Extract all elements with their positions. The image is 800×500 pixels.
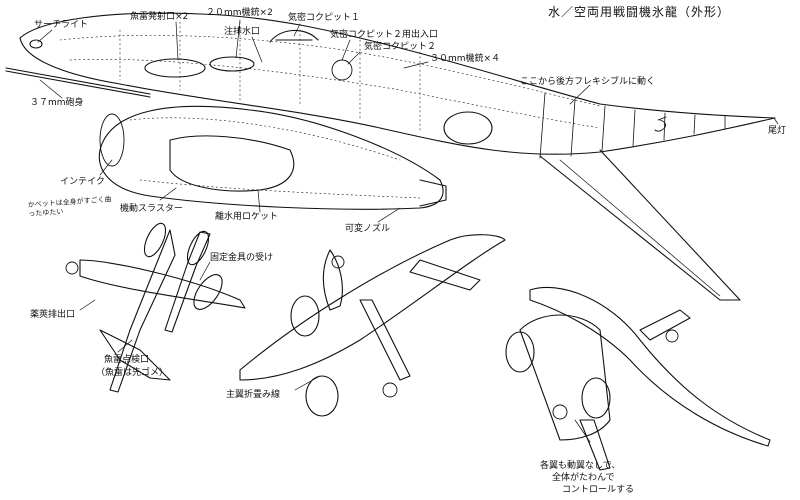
label-variable-nozzle: 可変ノズル: [345, 224, 391, 234]
label-torpedo-ports: 魚雷発射口×2: [130, 12, 189, 22]
roundel-mark: [443, 111, 493, 145]
label-tail-light: 尾灯: [768, 126, 787, 136]
label-thruster: 機動スラスター: [120, 204, 183, 214]
gun-barrel-shape: [5, 67, 151, 95]
label-searchlight: サーチライト: [34, 20, 89, 30]
fuselage-outline: [19, 12, 776, 119]
rear-wing-shape: [539, 149, 741, 301]
engine-nacelle-shape: [98, 105, 444, 210]
label-intake: インテイク: [60, 177, 105, 187]
label-30mm-guns: ３０mm機銃×４: [430, 54, 501, 64]
label-pressurized-cockpit-1: 気密コクピット１: [288, 13, 361, 23]
leader-lines: [37, 19, 779, 443]
label-wing-fold-line: 主翼折畳み線: [226, 390, 281, 400]
label-cockpit-2-hatch: 気密コクピット２用出入口: [330, 30, 439, 40]
label-flexible-section: ここから後方フレキシブルに動く: [520, 77, 656, 87]
label-control-note-2: 全体がたわんで: [552, 473, 615, 483]
searchlight-shape: [29, 39, 43, 49]
label-20mm-guns: ２０mm機銃×2: [206, 8, 273, 18]
label-water-intake: 注排水口: [224, 27, 261, 37]
label-takeoff-rocket: 離水用ロケット: [215, 212, 279, 222]
label-cartridge-ejector: 薬莢排出口: [30, 310, 76, 320]
label-37mm-barrel: ３７mm砲身: [30, 98, 84, 108]
label-control-note-1: 各翼も動翼なしで、: [540, 461, 621, 471]
sheet-title: 水／空両用戦闘機氷龍（外形）: [548, 5, 731, 19]
lower-left-view: [65, 222, 246, 393]
label-fixture-mount: 固定金具の受け: [210, 253, 274, 263]
label-control-note-3: コントロールする: [562, 485, 635, 495]
label-pressurized-cockpit-2: 気密コクピット２: [364, 42, 437, 52]
label-torpedo-inspection: 魚雷点検口: [104, 355, 150, 365]
cockpit-canopy-shape: [269, 29, 319, 43]
center-view: [239, 234, 506, 417]
lower-right-view: [505, 286, 771, 471]
main-aircraft-drawing: [5, 12, 776, 301]
label-torpedo-tip-load: （魚雷は先ゴメ）: [96, 368, 169, 378]
